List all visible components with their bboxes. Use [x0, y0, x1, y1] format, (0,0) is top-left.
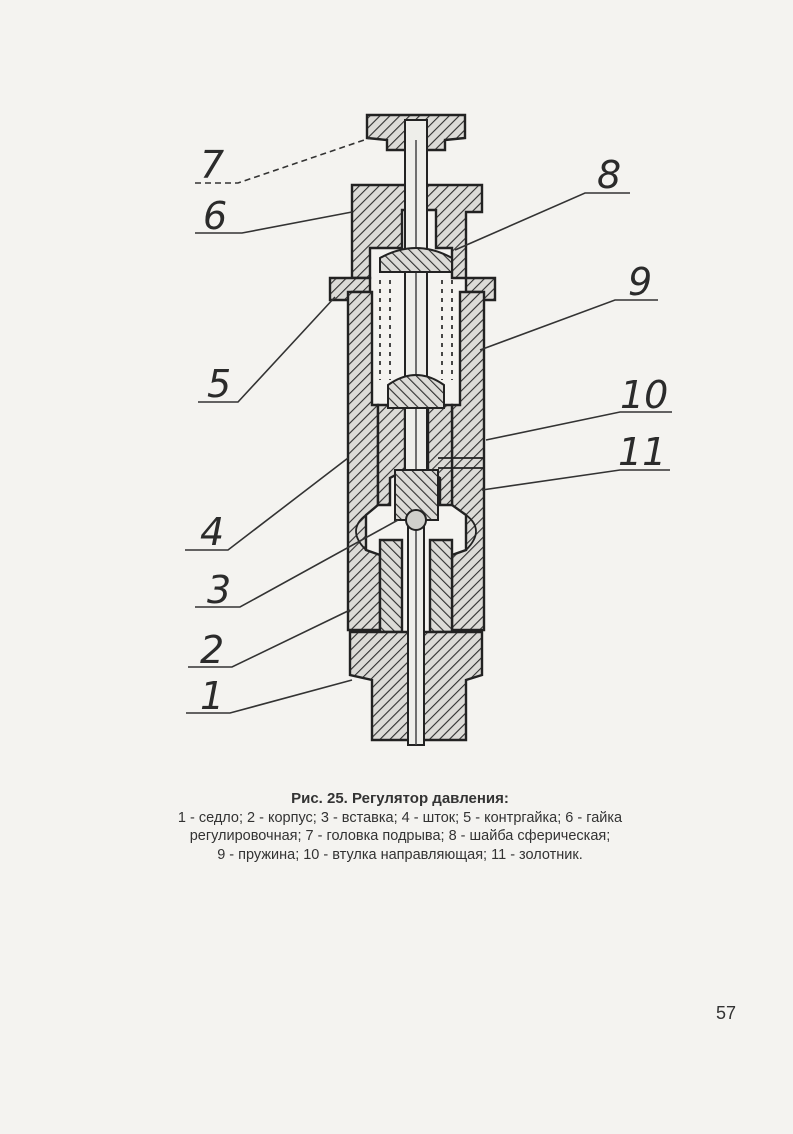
caption-line: 9 - пружина; 10 - втулка направляющая; 1… — [217, 846, 583, 863]
callout-3: 3 — [207, 568, 232, 612]
part-8-washer-bottom — [387, 374, 445, 409]
figure-caption: Рис. 25. Регулятор давления: 1 - седло; … — [120, 790, 680, 864]
part-11-spool — [394, 469, 439, 521]
callout-5: 5 — [207, 362, 232, 406]
part-2-housing-right — [450, 290, 486, 632]
callout-4: 4 — [200, 510, 225, 554]
part-2-housing-left — [346, 290, 382, 632]
callout-2: 2 — [200, 628, 225, 672]
page-number: 57 — [716, 1003, 737, 1023]
caption-line: 1 - седло; 2 - корпус; 3 - вставка; 4 - … — [177, 809, 623, 826]
caption-line: регулировочная; 7 - головка подрыва; 8 -… — [189, 828, 611, 844]
part-9-spring — [379, 280, 453, 380]
callout-6: 6 — [203, 194, 228, 238]
pressure-regulator-drawing — [185, 113, 672, 746]
ball — [405, 509, 427, 531]
callout-11: 11 — [618, 430, 667, 474]
caption-title: Рис. 25. Регулятор давления: — [291, 790, 509, 807]
part-3-insert-left — [378, 538, 404, 634]
part-8-washer-top — [379, 247, 453, 273]
callout-10: 10 — [620, 373, 669, 417]
callout-7: 7 — [200, 143, 225, 187]
callout-9: 9 — [628, 260, 653, 304]
part-3-insert-right — [428, 538, 454, 634]
part-6-adjusting-nut — [350, 183, 484, 280]
callout-1: 1 — [200, 674, 225, 718]
callout-8: 8 — [597, 153, 622, 197]
